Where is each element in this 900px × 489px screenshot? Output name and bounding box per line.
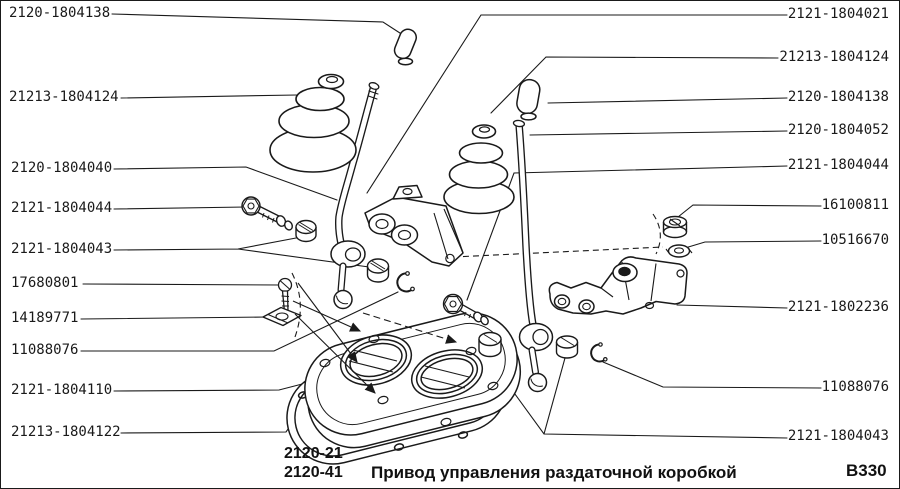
left-boot-drawing xyxy=(269,73,357,173)
lock-washer-drawing xyxy=(665,244,693,258)
part-label: 14189771 xyxy=(11,310,79,326)
left-bolt-drawing xyxy=(241,196,293,231)
right-bracket-drawing xyxy=(548,256,688,315)
figure-code: B330 xyxy=(846,461,887,480)
model-code-top: 2120-21 xyxy=(284,445,343,462)
part-label: 2121-1804043 xyxy=(11,241,113,257)
part-label: 2121-1804021 xyxy=(787,6,889,22)
diagram-title: Привод управления раздаточной коробкой xyxy=(371,463,737,482)
right-boot-drawing xyxy=(443,124,515,215)
part-label: 10516670 xyxy=(821,232,889,248)
assembly-arrows xyxy=(292,282,458,394)
leader-lines xyxy=(80,13,822,439)
part-label: 2120-1804052 xyxy=(787,122,889,138)
clip-nut-drawing xyxy=(262,306,302,327)
part-label: 21213-1804124 xyxy=(779,49,889,65)
flange-nut-drawing xyxy=(662,215,688,239)
right-bolt-drawing xyxy=(442,293,489,326)
cover-plate-drawing xyxy=(304,312,522,449)
part-label: 2121-1802236 xyxy=(787,299,889,315)
part-label: 17680801 xyxy=(11,275,79,291)
center-bracket-drawing xyxy=(364,184,464,267)
part-label: 16100811 xyxy=(821,197,889,213)
part-label: 2121-1804044 xyxy=(787,157,889,173)
slotted-nuts-drawing xyxy=(295,219,579,359)
lever-cap-drawing xyxy=(393,28,417,66)
right-rod-drawing xyxy=(512,119,554,393)
rod-cap-drawing xyxy=(516,78,541,121)
part-label: 2120-1804138 xyxy=(787,89,889,105)
screw-drawing xyxy=(277,277,293,313)
model-code-bottom: 2120-41 xyxy=(284,464,343,481)
part-label: 2121-1804043 xyxy=(787,428,889,444)
part-label: 2120-1804040 xyxy=(11,160,113,176)
part-label: 2121-1804110 xyxy=(11,382,113,398)
part-label: 21213-1804122 xyxy=(11,424,121,440)
part-label: 2121-1804044 xyxy=(11,200,113,216)
left-lever-drawing xyxy=(330,82,380,310)
part-label: 11088076 xyxy=(11,342,79,358)
part-label: 2120-1804138 xyxy=(9,5,111,21)
part-label: 21213-1804124 xyxy=(9,89,119,105)
part-label: 11088076 xyxy=(821,379,889,395)
circlips-drawing xyxy=(396,271,608,363)
